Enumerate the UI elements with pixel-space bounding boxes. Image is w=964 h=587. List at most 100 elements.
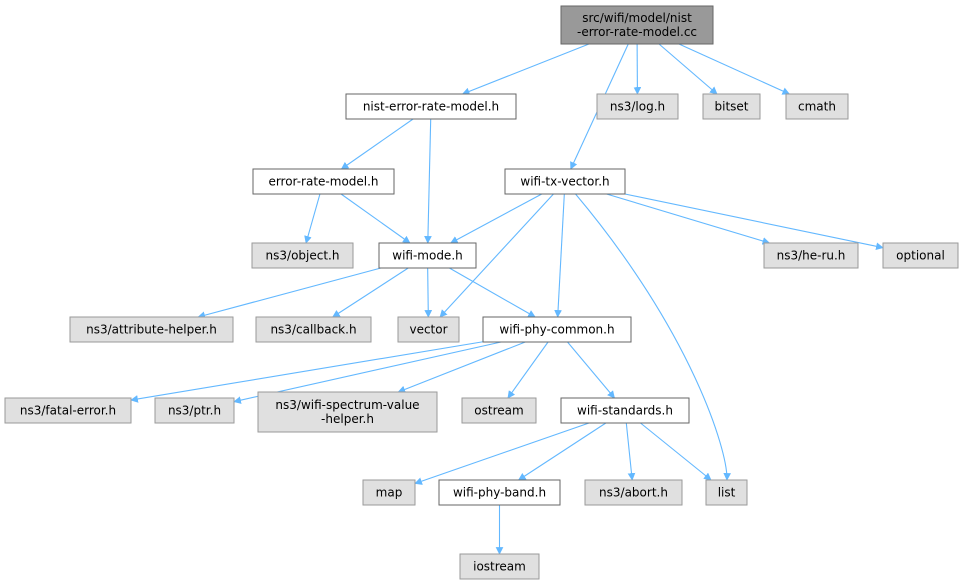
node-wifi-tx-vector-h[interactable]: wifi-tx-vector.h: [504, 168, 626, 195]
node-ostream: ostream: [461, 397, 537, 424]
edge-root-to-cmath: [678, 43, 791, 95]
edge-wifi-tx-vector-h-to-wifi-phy-common-h: [554, 193, 565, 318]
node-label: nist-error-rate-model.h: [363, 100, 499, 114]
node-label: ns3/abort.h: [599, 486, 668, 500]
node-box: [482, 316, 632, 343]
edge-wifi-mode-h-to-ns3-callback-h: [332, 267, 409, 318]
node-ns3-fatal-error-h: ns3/fatal-error.h: [4, 397, 132, 424]
node-ns3-he-ru-h: ns3/he-ru.h: [763, 242, 859, 269]
edge-wifi-standards-h-to-list: [640, 422, 712, 481]
edge-wifi-phy-common-h-to-wifi-standards-h: [567, 341, 616, 399]
node-label: wifi-tx-vector.h: [520, 175, 609, 189]
edge-wifi-phy-common-h-to-ns3-wifi-spectrum-value-helper-h: [397, 341, 526, 394]
node-label: ns3/callback.h: [270, 323, 356, 337]
node-box: [584, 479, 683, 506]
node-root: src/wifi/model/nist-error-rate-model.cc: [560, 5, 714, 45]
edge-wifi-phy-common-h-to-ns3-fatal-error-h: [130, 341, 484, 403]
node-box: [154, 397, 235, 424]
node-wifi-phy-common-h[interactable]: wifi-phy-common.h: [482, 316, 632, 343]
node-ns3-wifi-spectrum-value-helper-h: ns3/wifi-spectrum-value-helper.h: [257, 391, 438, 433]
edge-root-to-bitset: [658, 43, 718, 95]
node-box: [362, 479, 416, 506]
edge-wifi-mode-h-to-wifi-phy-common-h: [449, 267, 536, 318]
edge-root-to-nist-erm-h: [461, 43, 590, 96]
node-box: [461, 397, 537, 424]
node-ns3-abort-h: ns3/abort.h: [584, 479, 683, 506]
node-box: [69, 316, 234, 343]
node-label: ostream: [474, 404, 523, 418]
node-label: cmath: [798, 100, 836, 114]
node-box: [596, 93, 679, 120]
edge-wifi-tx-vector-h-to-vector: [439, 193, 554, 318]
node-label: -error-rate-model.cc: [577, 25, 697, 39]
edge-wifi-mode-h-to-vector: [424, 267, 433, 318]
edge-nist-erm-h-to-erm-h: [340, 118, 414, 170]
node-label: vector: [409, 323, 447, 337]
node-box: [560, 5, 714, 45]
node-optional: optional: [882, 242, 959, 269]
node-label: error-rate-model.h: [268, 175, 378, 189]
node-box: [560, 397, 690, 424]
edge-wifi-standards-h-to-ns3-abort-h: [625, 422, 636, 481]
node-label: wifi-phy-band.h: [453, 486, 546, 500]
node-iostream: iostream: [459, 553, 540, 580]
edge-wifi-tx-vector-h-to-optional: [624, 193, 884, 251]
node-label: wifi-standards.h: [577, 404, 673, 418]
node-ns3-log-h: ns3/log.h: [596, 93, 679, 120]
node-nist-erm-h[interactable]: nist-error-rate-model.h: [345, 93, 517, 120]
node-ns3-object-h: ns3/object.h: [251, 242, 354, 269]
node-label: ns3/attribute-helper.h: [86, 323, 217, 337]
node-box: [345, 93, 517, 120]
node-box: [702, 93, 761, 120]
node-box: [251, 242, 354, 269]
node-box: [255, 316, 372, 343]
edge-erm-h-to-wifi-mode-h: [340, 193, 411, 244]
node-bitset: bitset: [702, 93, 761, 120]
node-label: ns3/object.h: [266, 249, 340, 263]
edge-wifi-standards-h-to-wifi-phy-band-h: [517, 422, 607, 481]
node-box: [378, 242, 477, 269]
node-label: src/wifi/model/nist: [582, 11, 692, 25]
node-wifi-standards-h[interactable]: wifi-standards.h: [560, 397, 690, 424]
node-ns3-callback-h: ns3/callback.h: [255, 316, 372, 343]
node-label: iostream: [473, 560, 526, 574]
node-box: [257, 391, 438, 433]
edge-erm-h-to-ns3-object-h: [304, 193, 321, 244]
node-label: list: [718, 486, 736, 500]
node-box: [882, 242, 959, 269]
node-box: [504, 168, 626, 195]
node-vector: vector: [397, 316, 460, 343]
node-cmath: cmath: [785, 93, 849, 120]
node-label: map: [376, 486, 403, 500]
node-label: ns3/wifi-spectrum-value: [275, 398, 419, 412]
node-box: [4, 397, 132, 424]
node-label: wifi-mode.h: [392, 249, 463, 263]
node-label: ns3/log.h: [610, 100, 665, 114]
node-wifi-mode-h[interactable]: wifi-mode.h: [378, 242, 477, 269]
node-ns3-attribute-helper-h: ns3/attribute-helper.h: [69, 316, 234, 343]
node-list: list: [705, 479, 748, 506]
edge-nist-erm-h-to-wifi-mode-h: [424, 118, 432, 244]
node-label: ns3/he-ru.h: [777, 249, 846, 263]
edge-wifi-mode-h-to-ns3-attribute-helper-h: [197, 267, 382, 319]
edge-wifi-standards-h-to-map: [414, 422, 590, 485]
node-map: map: [362, 479, 416, 506]
edges-layer: [130, 43, 884, 555]
node-wifi-phy-band-h[interactable]: wifi-phy-band.h: [438, 479, 561, 506]
node-label: -helper.h: [321, 412, 374, 426]
node-box: [438, 479, 561, 506]
edge-wifi-tx-vector-h-to-ns3-he-ru-h: [606, 193, 771, 245]
node-box: [252, 168, 395, 195]
node-label: bitset: [715, 100, 749, 114]
node-ns3-ptr-h: ns3/ptr.h: [154, 397, 235, 424]
node-box: [763, 242, 859, 269]
node-label: optional: [896, 249, 945, 263]
node-box: [785, 93, 849, 120]
node-box: [459, 553, 540, 580]
edge-wifi-tx-vector-h-to-list: [575, 193, 732, 481]
edge-wifi-tx-vector-h-to-wifi-mode-h: [450, 193, 543, 244]
node-erm-h[interactable]: error-rate-model.h: [252, 168, 395, 195]
node-label: ns3/fatal-error.h: [20, 404, 116, 418]
nodes-layer: src/wifi/model/nist-error-rate-model.cc n…: [4, 5, 959, 580]
